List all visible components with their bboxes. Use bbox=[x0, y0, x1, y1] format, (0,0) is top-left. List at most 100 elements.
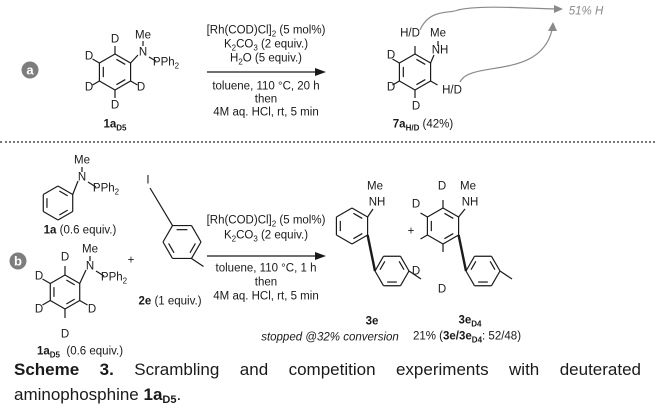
ring-bond bbox=[162, 225, 174, 243]
substituent-bond bbox=[420, 212, 428, 218]
bond bbox=[95, 270, 105, 277]
compound-label: 2e (1 equiv.) bbox=[138, 295, 202, 308]
ring-bond bbox=[490, 255, 501, 272]
atom-d: D bbox=[437, 180, 447, 193]
condition-water: H2O (5 equiv.) bbox=[230, 52, 302, 67]
bond bbox=[87, 181, 97, 188]
atom-d: D bbox=[34, 270, 44, 283]
atom-me: Me bbox=[74, 154, 90, 167]
ring-bond bbox=[49, 299, 66, 310]
ring-bond bbox=[427, 234, 444, 245]
ring-bond bbox=[57, 210, 74, 221]
substituent-bond bbox=[79, 299, 88, 306]
ring-bond bbox=[336, 234, 353, 245]
atom-nh: NH bbox=[431, 44, 449, 57]
bond bbox=[130, 54, 139, 64]
caption-end: . bbox=[176, 385, 182, 404]
atom-nh: NH bbox=[368, 196, 386, 209]
ring-bond bbox=[465, 270, 476, 287]
compound-label: 1aD5 (0.6 equiv.) bbox=[36, 345, 124, 360]
ring-bond bbox=[162, 241, 174, 259]
ring-double-bond bbox=[59, 209, 69, 216]
bond bbox=[499, 270, 513, 280]
atom-hd: H/D bbox=[442, 84, 462, 97]
atom-n: N bbox=[77, 171, 87, 184]
atom-n: N bbox=[85, 260, 95, 273]
atom-n: N bbox=[138, 46, 148, 59]
atom-nh: NH bbox=[461, 196, 479, 209]
compound-label: 3eD4 bbox=[458, 314, 482, 329]
ring-double-bond bbox=[116, 79, 126, 86]
ring-bond bbox=[414, 53, 431, 64]
atom-me: Me bbox=[367, 180, 383, 193]
ring-bond bbox=[42, 185, 59, 196]
ring-double-bond bbox=[416, 79, 426, 86]
atom-d: D bbox=[437, 283, 447, 296]
ring-double-bond bbox=[189, 243, 196, 254]
atom-me: Me bbox=[460, 180, 476, 193]
atom-d: D bbox=[136, 81, 146, 94]
ring-bond bbox=[114, 53, 131, 64]
section-divider bbox=[0, 141, 655, 143]
substituent-bond bbox=[392, 58, 400, 64]
ring-bond bbox=[442, 207, 459, 218]
bond bbox=[191, 257, 204, 267]
condition-base: K2CO3 (2 equiv.) bbox=[223, 38, 309, 53]
atom-d: D bbox=[60, 251, 70, 264]
ring-bond bbox=[99, 80, 116, 91]
substituent-bond bbox=[42, 299, 51, 306]
atom-me: Me bbox=[82, 243, 98, 256]
ring-double-bond bbox=[59, 190, 69, 197]
ring-bond bbox=[374, 255, 385, 272]
ring-double-bond bbox=[353, 212, 363, 219]
condition-workup: 4M aq. HCl, rt, 5 min bbox=[213, 290, 319, 303]
h-content-annotation: 51% H bbox=[568, 5, 604, 18]
substituent-bond bbox=[92, 80, 100, 86]
atom-d: D bbox=[110, 99, 120, 112]
bond bbox=[458, 208, 466, 218]
atom-d: D bbox=[411, 100, 421, 113]
ring-bond bbox=[414, 80, 431, 91]
aryl-bond bbox=[457, 234, 468, 272]
ring-double-bond bbox=[416, 58, 426, 65]
ring-bond bbox=[399, 255, 410, 272]
bond bbox=[79, 269, 87, 284]
compound-label: 7aH/D (42%) bbox=[392, 118, 454, 133]
ring-bond bbox=[399, 53, 416, 64]
atom-d: D bbox=[84, 50, 94, 63]
plus-sign: + bbox=[407, 225, 415, 238]
atom-pph2: PPh2 bbox=[152, 56, 180, 71]
ring-bond bbox=[442, 234, 459, 245]
compound-label: 1aD5 bbox=[103, 118, 127, 133]
condition-solvent: toluene, 110 °C, 20 h bbox=[212, 80, 320, 93]
condition-workup: 4M aq. HCl, rt, 5 min bbox=[213, 106, 319, 119]
bond bbox=[72, 180, 79, 195]
condition-base: K2CO3 (2 equiv.) bbox=[223, 229, 309, 244]
ring-double-bond bbox=[353, 233, 363, 240]
part-b-badge: b bbox=[9, 252, 27, 270]
ring-double-bond bbox=[379, 260, 386, 270]
figure-caption: Scheme 3. Scrambling and competition exp… bbox=[14, 357, 641, 413]
atom-d: D bbox=[110, 33, 120, 46]
ring-double-bond bbox=[444, 212, 454, 219]
ring-double-bond bbox=[470, 260, 477, 270]
compound-label: 1a (0.6 equiv.) bbox=[43, 224, 117, 237]
atom-d: D bbox=[411, 198, 421, 211]
ring-bond bbox=[99, 53, 116, 64]
atom-me: Me bbox=[430, 27, 446, 40]
yield-ratio: 21% (3e/3eD4: 52/48) bbox=[412, 330, 522, 345]
bond bbox=[367, 208, 374, 218]
bond bbox=[430, 54, 435, 64]
atom-pph2: PPh2 bbox=[100, 271, 128, 286]
ring-bond bbox=[114, 80, 131, 91]
ring-bond bbox=[64, 299, 81, 310]
ring-double-bond bbox=[444, 233, 454, 240]
ring-bond bbox=[42, 210, 59, 221]
caption-compound: 1aD5 bbox=[143, 385, 177, 406]
condition-catalyst: [Rh(COD)Cl]2 (5 mol%) bbox=[206, 214, 326, 229]
substituent-bond bbox=[430, 80, 438, 86]
atom-d: D bbox=[34, 303, 44, 316]
atom-d: D bbox=[60, 328, 70, 341]
